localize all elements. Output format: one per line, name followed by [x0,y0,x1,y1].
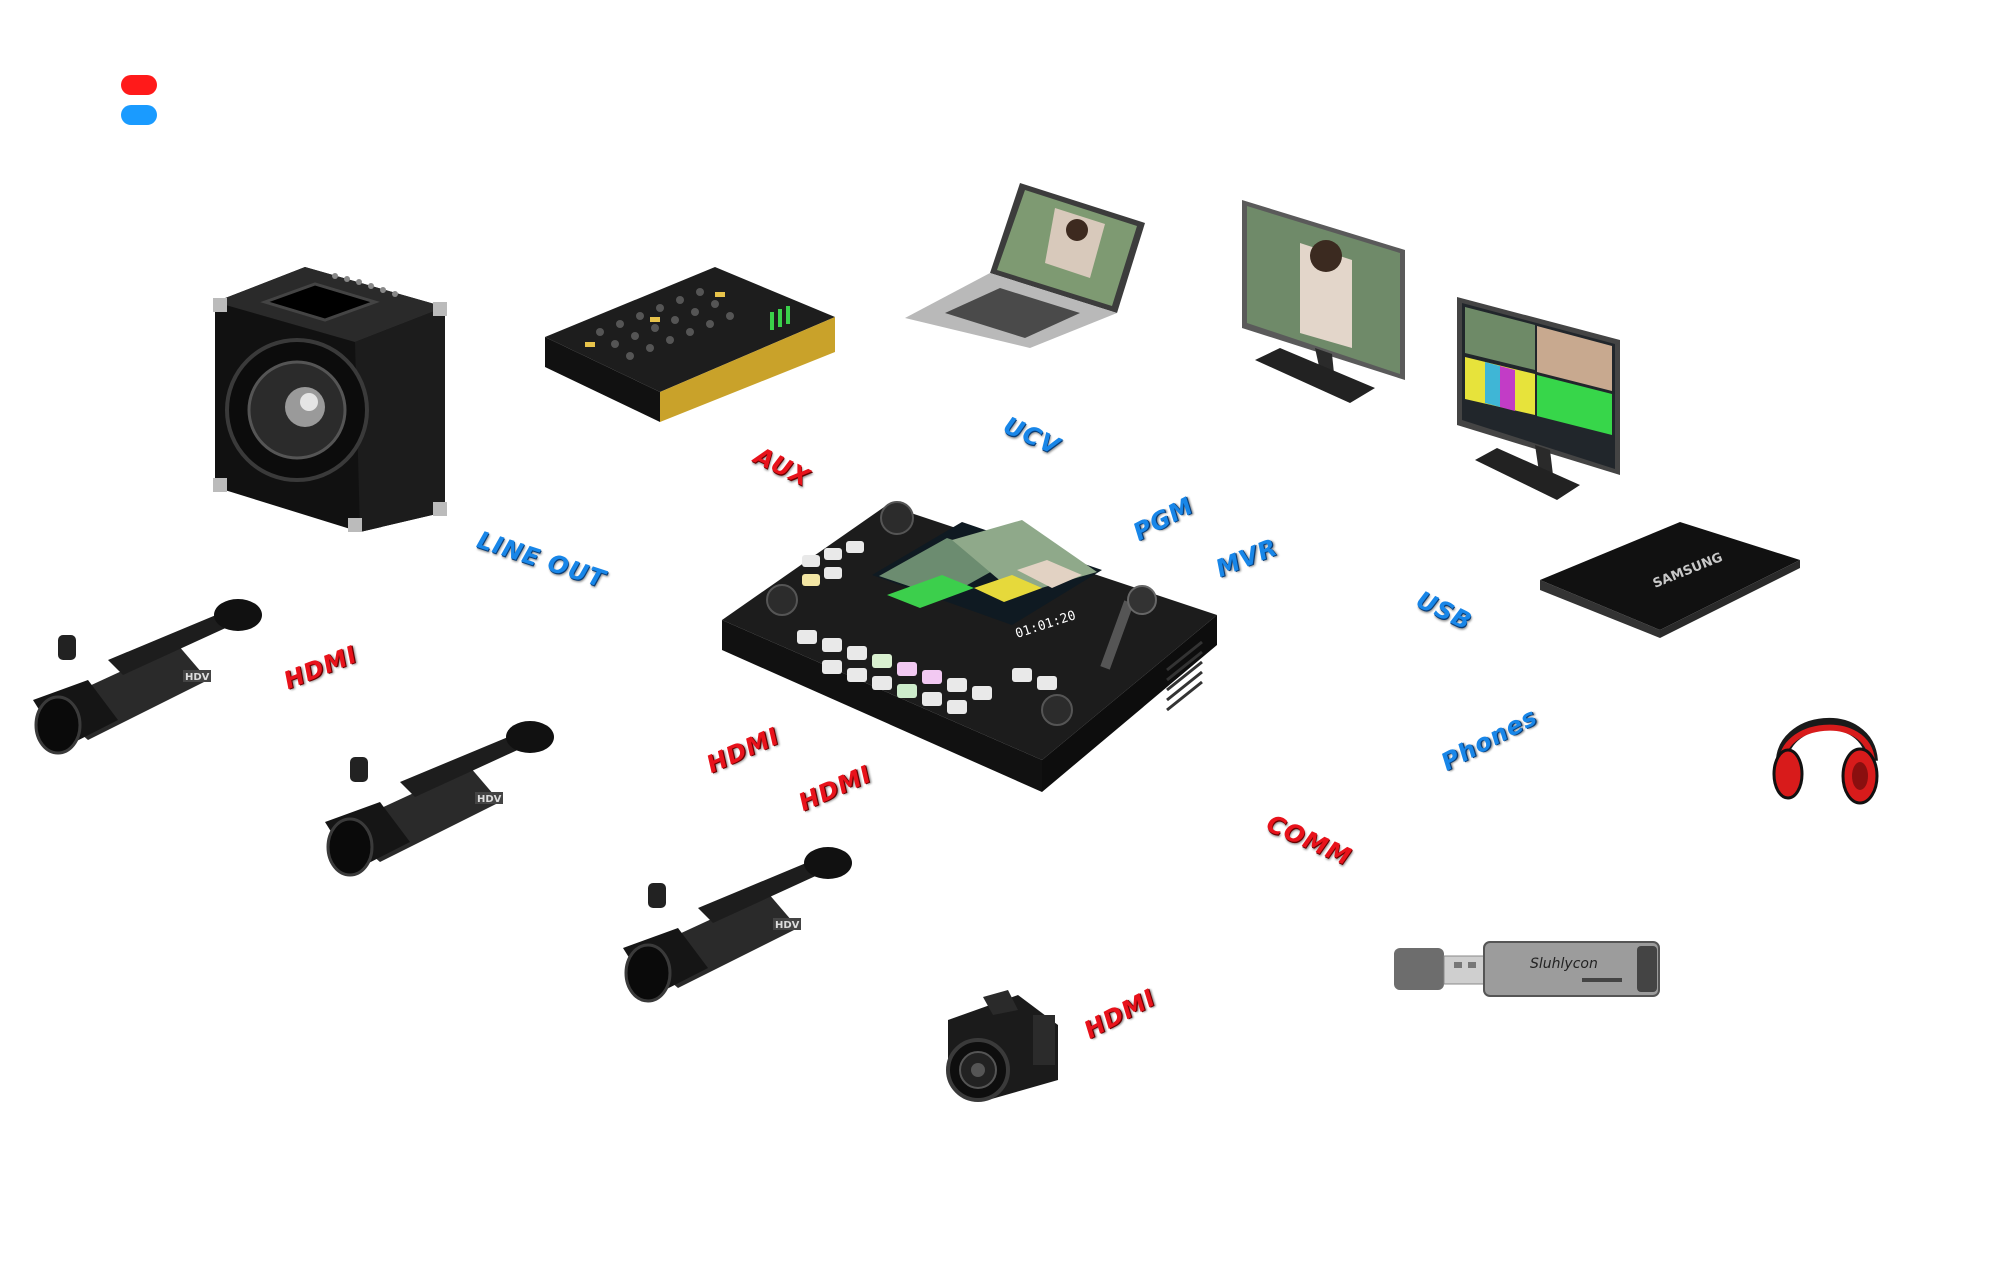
ssd-icon: SAMSUNG [1540,522,1800,638]
label-uvc: UCV [999,411,1065,461]
camcorder-icon-2: HDV [325,721,554,877]
label-comm: COMM [1262,809,1356,872]
video-switcher-icon: 01:01:20 [722,501,1217,792]
legend-output-chip [121,105,157,125]
label-hdmi-1: HDMI [279,640,362,695]
usb-reader-brand: Sluhlycon [1530,956,1598,972]
camcorder-icon-1: HDV [33,599,262,755]
label-phones: Phones [1436,702,1543,777]
camcorder-icon-3: HDV [623,847,852,1003]
label-line-out: LINE OUT [473,525,610,594]
monitor-icon [1242,200,1405,403]
camcorder-badge-1: HDV [185,672,210,683]
label-hdmi-4: HDMI [1079,983,1161,1045]
usb-card-reader-icon: Sluhlycon [1394,941,1660,997]
camcorder-badge-2: HDV [477,794,502,805]
label-aux: AUX [749,441,815,493]
audio-mixer-icon [545,267,835,422]
dslr-camera-icon [946,990,1058,1102]
speaker-cabinet-icon [213,267,447,532]
camcorder-badge-3: HDV [775,920,800,931]
multiview-monitor-icon [1457,297,1620,500]
label-usb: USB [1411,585,1477,637]
laptop-icon [905,183,1145,348]
legend-input-chip [121,75,157,95]
headphones-icon [1772,718,1879,805]
